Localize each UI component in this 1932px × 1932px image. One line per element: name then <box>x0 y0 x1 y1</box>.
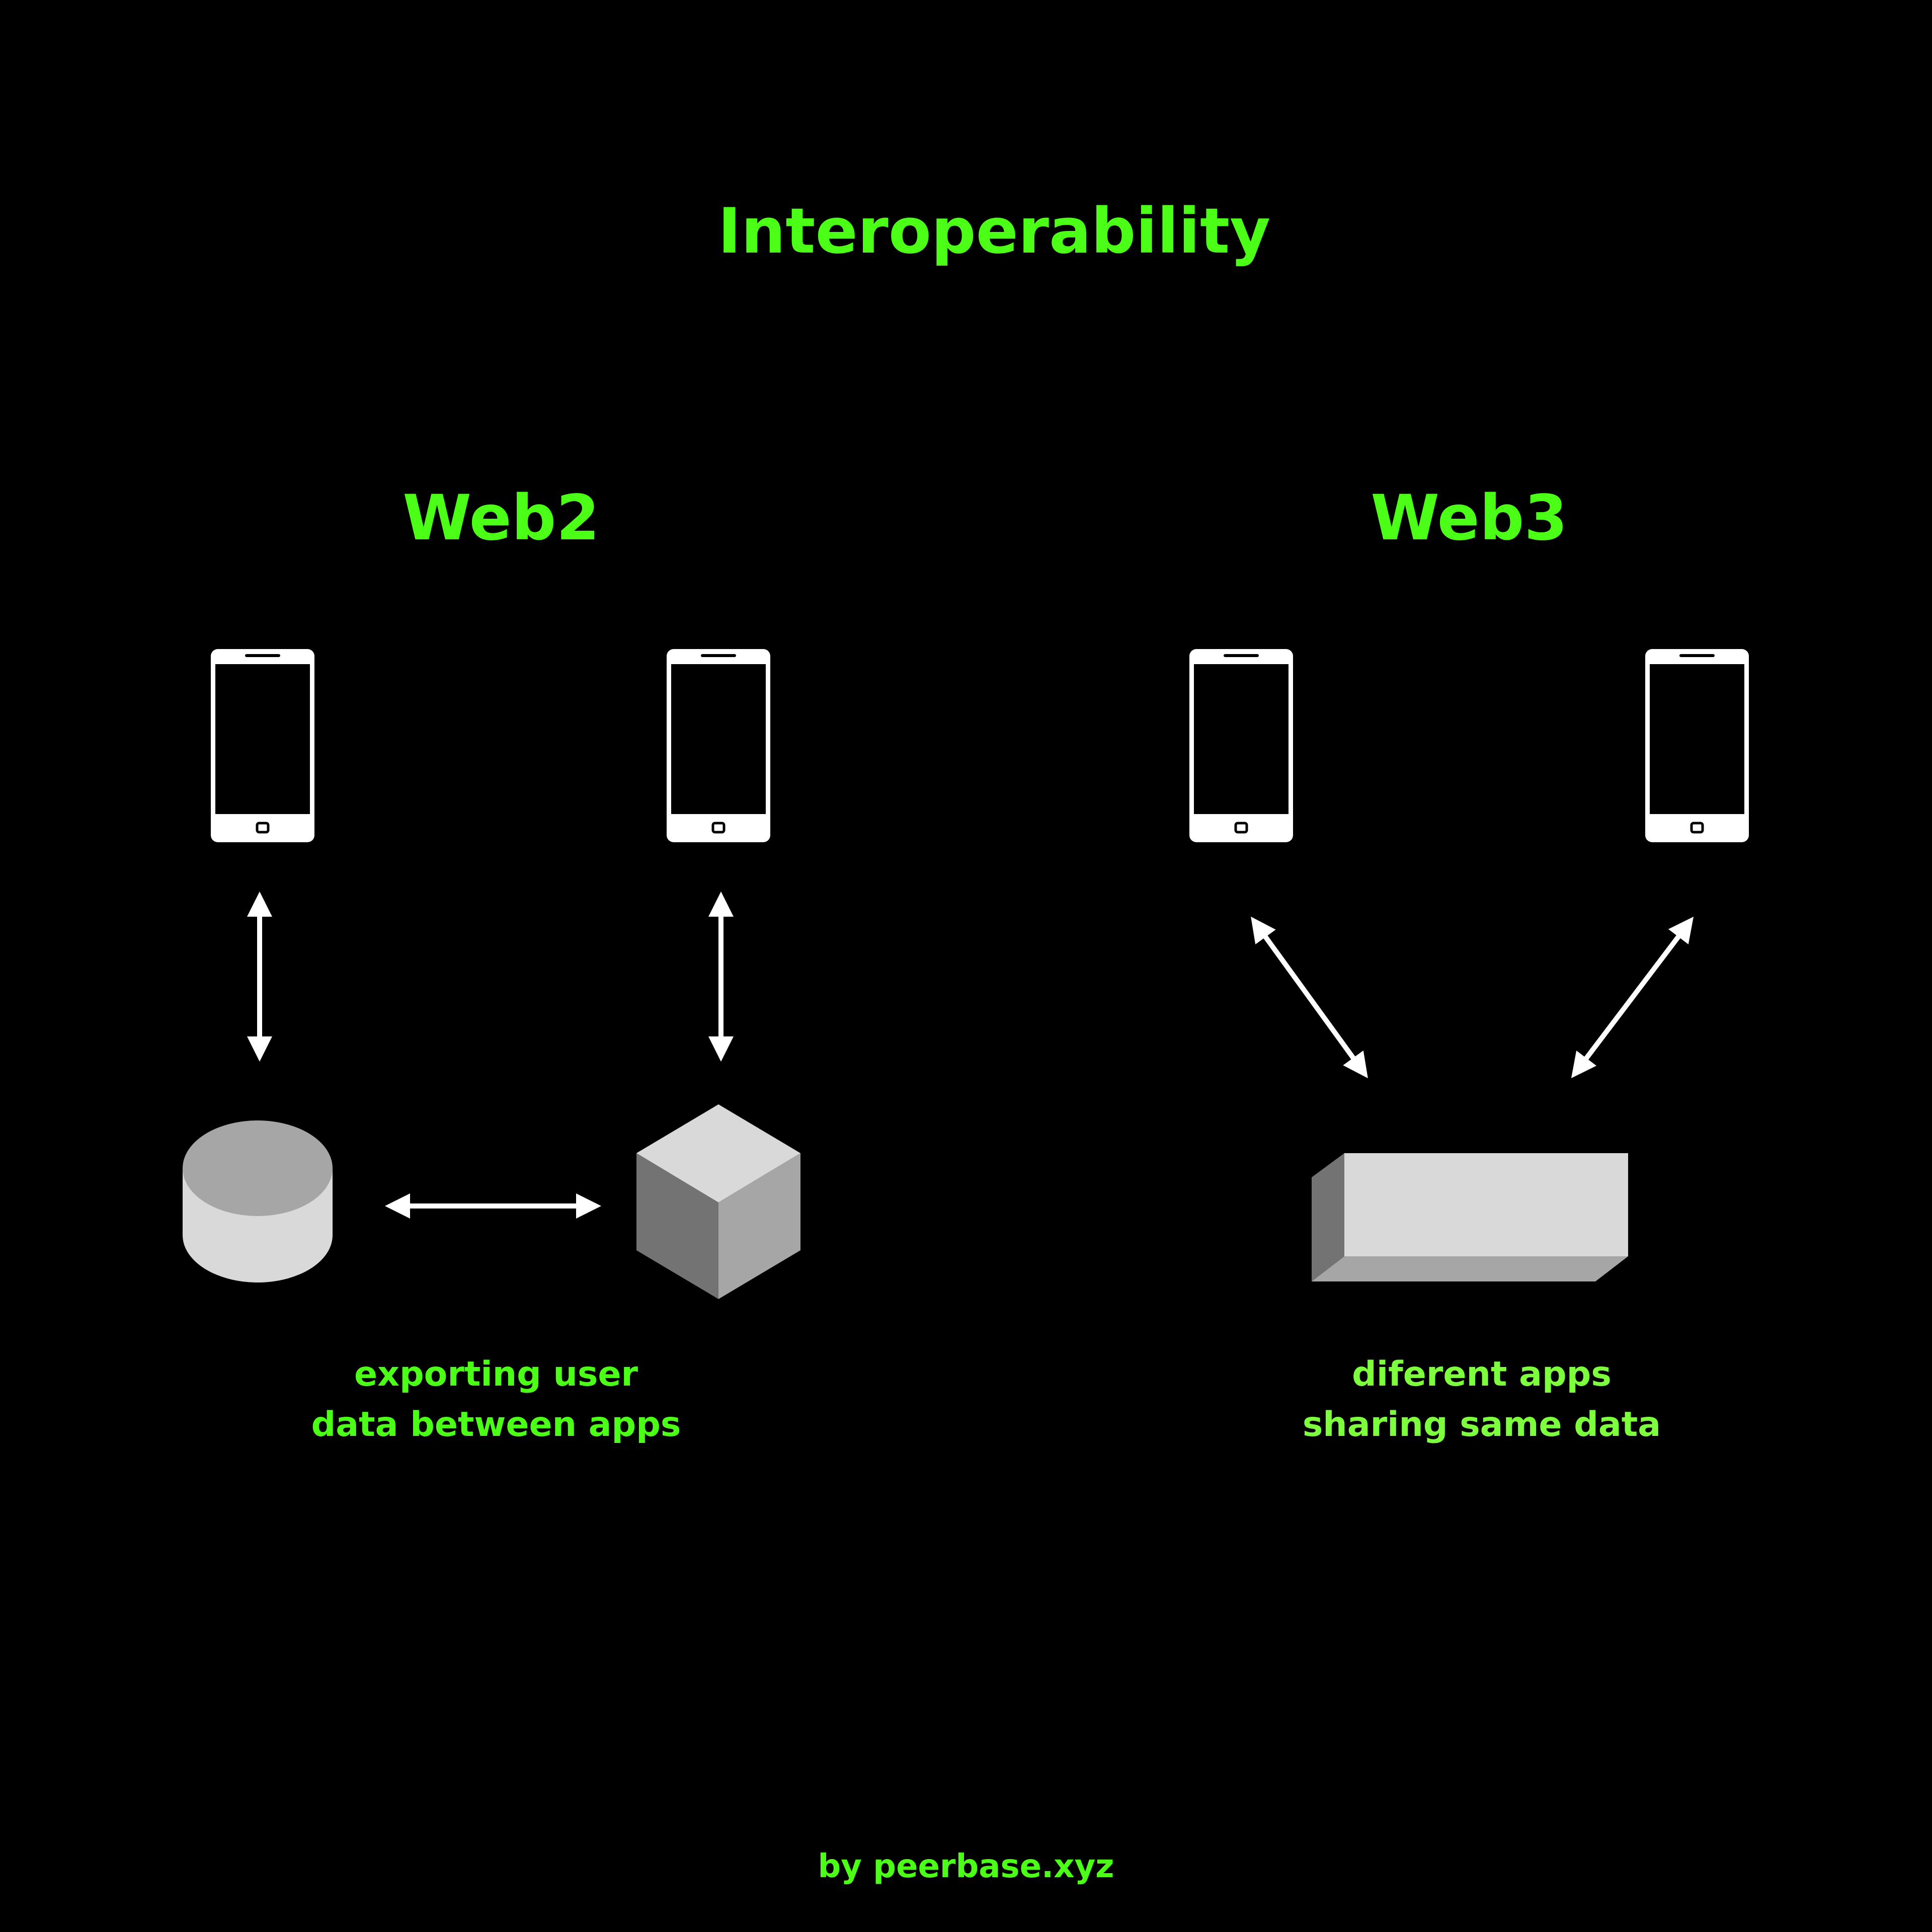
web3-heading: Web3 <box>1371 482 1568 554</box>
cube-icon <box>636 1104 800 1299</box>
web3-arrow-right <box>1571 917 1694 1078</box>
footer-credit: by peerbase.xyz <box>818 1848 1114 1885</box>
database-icon <box>183 1120 333 1282</box>
web3-caption-line2: sharing same data <box>1302 1405 1661 1444</box>
shared-block-icon <box>1312 1153 1628 1281</box>
web2-caption-line1: exporting user <box>354 1354 638 1394</box>
web3-phone-right-icon <box>1645 649 1749 842</box>
web2-phone-left-icon <box>211 649 314 842</box>
web2-heading: Web2 <box>403 482 600 554</box>
web3-phone-left-icon <box>1189 649 1293 842</box>
diagram-title: Interoperability <box>717 195 1271 268</box>
web3-caption-line1: diferent apps <box>1352 1354 1612 1394</box>
web2-caption-line2: data between apps <box>311 1405 681 1444</box>
web3-caption: diferent apps sharing same data <box>1180 1349 1784 1450</box>
web2-caption: exporting user data between apps <box>194 1349 798 1450</box>
web3-arrow-left <box>1251 916 1368 1079</box>
web2-phone-right-icon <box>667 649 770 842</box>
